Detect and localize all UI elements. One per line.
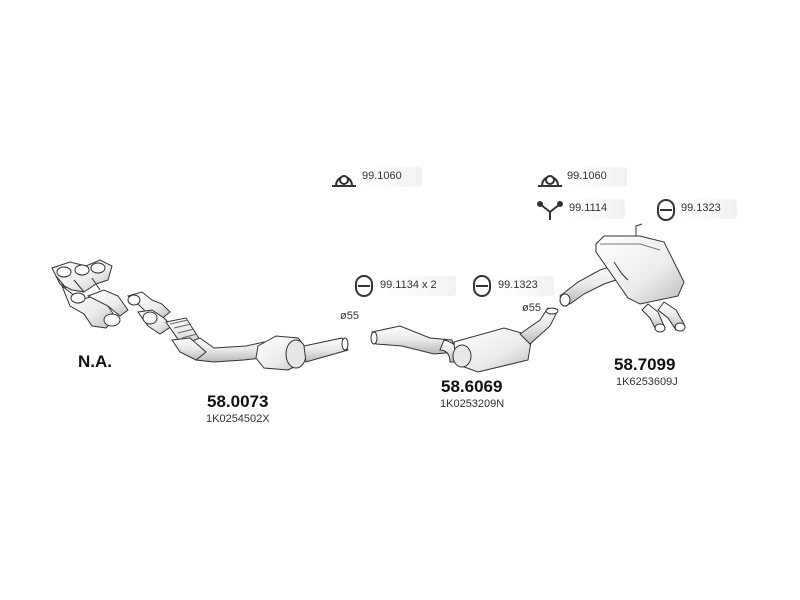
front-pipe-assembly	[165, 317, 349, 371]
not-available-label: N.A.	[78, 352, 112, 371]
rubber-ring-icon	[657, 199, 675, 221]
part-number-front[interactable]: 58.0073	[207, 392, 269, 411]
label-background	[376, 276, 456, 296]
rubber-ring-icon	[473, 275, 491, 297]
oem-number-rear: 1K6253609J	[616, 376, 678, 388]
label-background	[677, 199, 737, 219]
y-hanger-icon	[537, 201, 563, 220]
diameter-label-front: ø55	[340, 310, 359, 322]
accessory-code-y-hanger[interactable]: 99.1114	[569, 202, 608, 214]
label-background	[563, 167, 627, 187]
rubber-ring-icon	[355, 275, 373, 297]
accessory-code-rubber-ring-mid-b[interactable]: 99.1323	[498, 279, 538, 291]
middle-silencer-assembly	[370, 307, 559, 373]
rear-silencer-assembly	[559, 223, 686, 333]
clamp-icon	[332, 175, 356, 187]
part-number-rear[interactable]: 58.7099	[614, 355, 676, 374]
part-number-middle[interactable]: 58.6069	[441, 377, 503, 396]
diameter-label-middle: ø55	[522, 302, 541, 314]
accessory-code-rubber-ring-rear[interactable]: 99.1323	[681, 202, 721, 214]
label-background	[358, 167, 422, 187]
label-background	[565, 199, 625, 219]
oem-number-front: 1K0254502X	[206, 413, 270, 425]
front-flange-section	[126, 291, 173, 335]
label-background	[494, 276, 554, 296]
oem-number-middle: 1K0253209N	[440, 398, 505, 410]
clamp-icon	[538, 175, 562, 187]
accessory-code-clamp-right[interactable]: 99.1060	[567, 170, 607, 182]
accessory-code-rubber-ring-mid-a[interactable]: 99.1134 x 2	[380, 279, 437, 291]
accessory-code-clamp-left[interactable]: 99.1060	[362, 170, 402, 182]
exhaust-manifold	[51, 259, 129, 329]
